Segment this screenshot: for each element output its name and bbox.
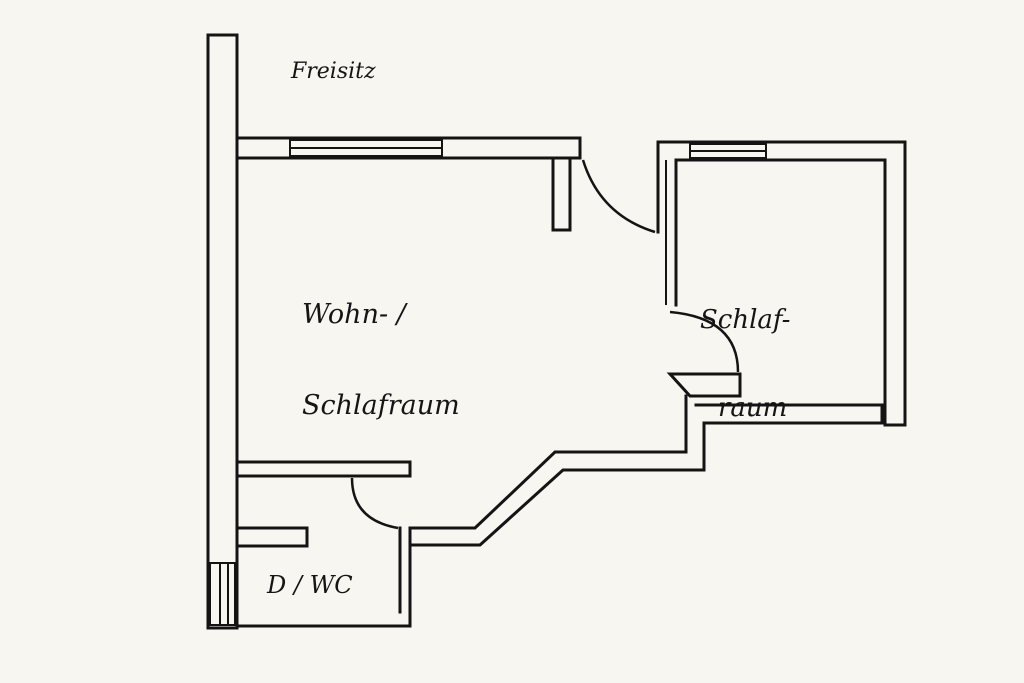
- bedroom-walls: [656, 140, 907, 427]
- door-stub-wall: [551, 156, 572, 232]
- room-label-bedroom-line2: raum: [718, 392, 788, 423]
- living-room-top-wall: [235, 136, 582, 160]
- bedroom-window: [689, 143, 767, 159]
- bedroom-door: [666, 310, 742, 398]
- bathroom-window: [209, 562, 236, 626]
- room-label-bedroom: Schlaf- raum: [700, 248, 790, 481]
- room-label-living: Wohn- / Schlafraum: [302, 240, 460, 482]
- room-label-bathroom: D / WC: [267, 571, 353, 599]
- bathroom-door: [350, 477, 399, 530]
- room-label-living-line1: Wohn- /: [302, 299, 406, 331]
- room-label-terrace: Freisitz: [291, 59, 376, 84]
- room-label-living-line2: Schlafraum: [302, 390, 460, 422]
- outer-left-wall: [206, 33, 239, 630]
- living-room-window: [289, 139, 443, 157]
- room-label-bedroom-line1: Schlaf-: [700, 305, 791, 336]
- entrance-door: [581, 159, 656, 234]
- stepped-wall: [408, 394, 884, 547]
- bathroom-walls: [235, 460, 412, 628]
